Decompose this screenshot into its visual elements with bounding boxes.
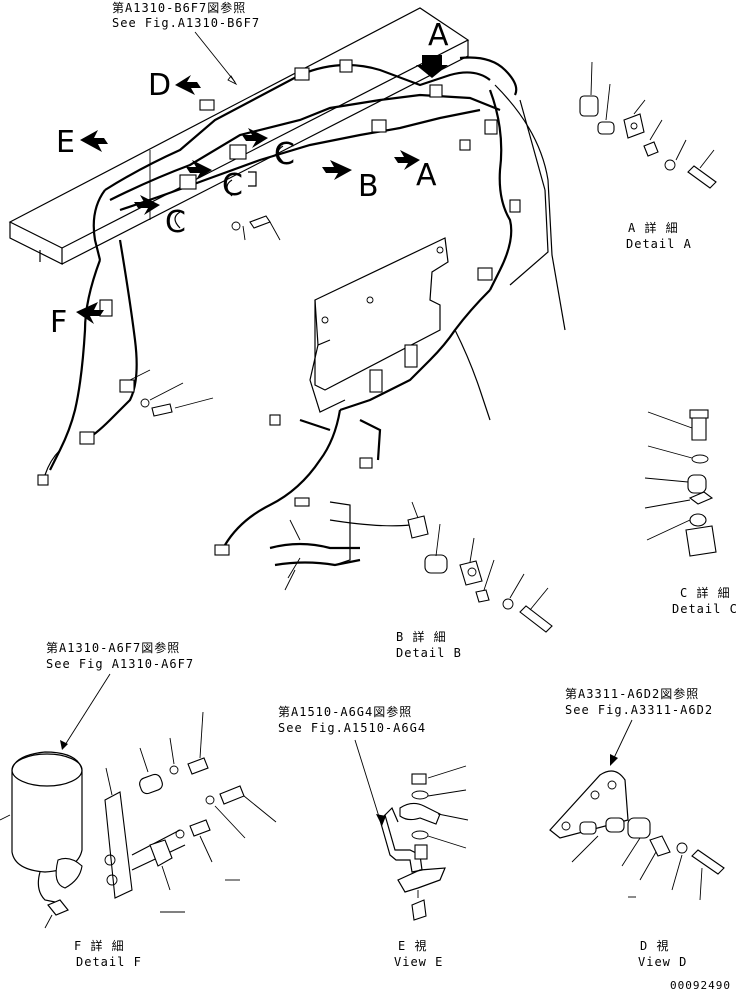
detail-c-jp: C 詳 細 [680, 585, 731, 600]
view-letter-b: B [358, 169, 379, 204]
view-letter-e: E [56, 125, 75, 160]
view-arrow-c-2 [186, 160, 212, 180]
view-arrow-a-right [394, 150, 420, 170]
view-arrow-d [175, 75, 201, 95]
reference-top: 第A1310-B6F7図参照 See Fig.A1310-B6F7 [112, 0, 260, 86]
reference-top-jp: 第A1310-B6F7図参照 [112, 0, 246, 15]
frame-bolts [129, 215, 281, 417]
reference-f-jp: 第A1310-A6F7図参照 [46, 640, 180, 655]
bracket-plate [309, 237, 449, 413]
detail-b: B 詳 細 Detail B [269, 501, 553, 660]
detail-b-jp: B 詳 細 [396, 629, 447, 644]
reference-e-en: See Fig.A1510-A6G4 [278, 721, 426, 735]
view-arrow-c-3 [134, 195, 160, 215]
view-letter-d: D [148, 68, 171, 103]
connector-clips [37, 59, 521, 556]
wiring-harness [44, 56, 518, 546]
view-letter-a-top: A [428, 18, 449, 53]
reference-d-en: See Fig.A3311-A6D2 [565, 703, 713, 717]
view-arrow-e [80, 130, 108, 152]
detail-c: C 詳 細 Detail C [644, 409, 738, 616]
view-d-en: View D [638, 955, 687, 969]
view-letter-c-2: C [222, 168, 243, 203]
view-e-jp: E 視 [398, 938, 427, 953]
main-frame-beam [8, 7, 470, 265]
detail-a: A 詳 細 Detail A [579, 61, 717, 251]
view-markers: A A B C C C D E F [50, 18, 449, 340]
view-arrow-a-top [416, 55, 448, 78]
view-e: 第A1510-A6G4図参照 See Fig.A1510-A6G4 E 視 Vi… [278, 704, 469, 969]
reference-top-en: See Fig.A1310-B6F7 [112, 16, 260, 30]
detail-c-en: Detail C [672, 602, 738, 616]
view-arrow-b [322, 160, 352, 180]
view-letter-c-3: C [165, 205, 186, 240]
detail-b-en: Detail B [396, 646, 462, 660]
view-e-en: View E [394, 955, 443, 969]
view-d: 第A3311-A6D2図参照 See Fig.A3311-A6D2 D 視 Vi… [549, 686, 725, 969]
view-arrow-f [76, 302, 104, 324]
reference-d-jp: 第A3311-A6D2図参照 [565, 686, 699, 701]
view-letter-a-right: A [416, 158, 437, 193]
side-plate [494, 84, 566, 331]
drawing-number: 00092490 [670, 979, 731, 992]
clip-marks [174, 145, 284, 229]
detail-a-en: Detail A [626, 237, 692, 251]
reference-e-jp: 第A1510-A6G4図参照 [278, 704, 412, 719]
reference-f-en: See Fig A1310-A6F7 [46, 657, 194, 671]
view-arrow-c-1 [242, 128, 268, 148]
detail-f-en: Detail F [76, 955, 142, 969]
detail-a-jp: A 詳 細 [628, 220, 679, 235]
detail-f-jp: F 詳 細 [74, 938, 125, 953]
detail-f: 第A1310-A6F7図参照 See Fig A1310-A6F7 [0, 640, 277, 969]
view-letter-c-1: C [274, 137, 295, 172]
view-letter-f: F [50, 305, 67, 340]
view-d-jp: D 視 [640, 938, 669, 953]
